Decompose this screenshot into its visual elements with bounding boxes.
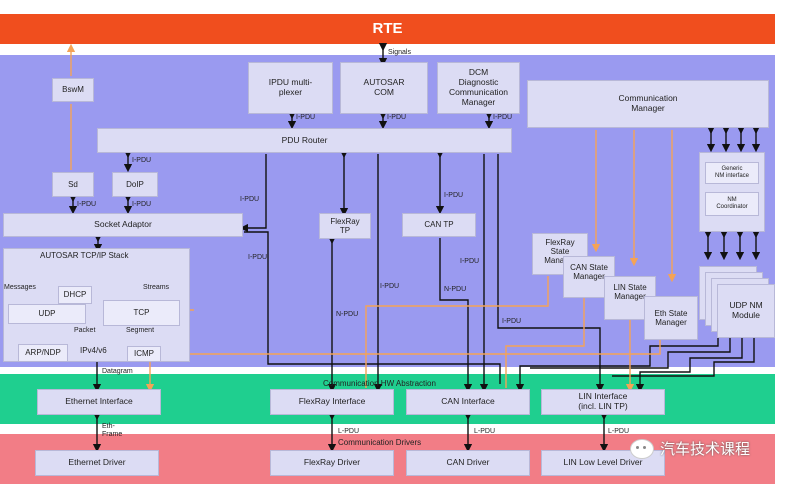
- ipdu-label-11: I-PDU: [380, 283, 400, 290]
- communication-manager-module[interactable]: Communication Manager: [527, 80, 769, 128]
- npdu-label-2: N-PDU: [444, 286, 467, 293]
- eth-frame-label: Eth- Frame: [102, 423, 123, 439]
- udp-protocol-module[interactable]: UDP: [8, 304, 86, 324]
- autosar-com-module[interactable]: AUTOSAR COM: [340, 62, 428, 114]
- lpdu-label-2: L-PDU: [474, 428, 496, 435]
- ipdu-label-1: I-PDU: [387, 114, 407, 121]
- bswm-module[interactable]: BswM: [52, 78, 94, 102]
- flexray-tp-module[interactable]: FlexRay TP: [319, 213, 371, 239]
- ipdu-label-2: I-PDU: [296, 114, 316, 121]
- eth-state-manager-module[interactable]: Eth State Manager: [644, 296, 698, 340]
- npdu-label-1: N-PDU: [336, 311, 359, 318]
- ipdu-label-9: I-PDU: [444, 192, 464, 199]
- hw-abstraction-title: Communication HW Abstraction: [323, 379, 436, 388]
- ipv4v6-label: IPv4/v6: [80, 346, 107, 355]
- sd-module[interactable]: Sd: [52, 172, 94, 197]
- packet-label: Packet: [74, 327, 96, 334]
- ipdu-label-12: I-PDU: [502, 318, 522, 325]
- tcp-protocol-module[interactable]: TCP: [103, 300, 180, 326]
- tcpip-stack-title: AUTOSAR TCP/IP Stack: [40, 251, 129, 260]
- can-driver-module[interactable]: CAN Driver: [406, 450, 530, 476]
- lpdu-label-3: L-PDU: [608, 428, 630, 435]
- rte-layer: [0, 14, 775, 44]
- pdu-router-module[interactable]: PDU Router: [97, 128, 512, 153]
- ipdu-label-8: I-PDU: [248, 254, 268, 261]
- ethernet-driver-module[interactable]: Ethernet Driver: [35, 450, 159, 476]
- drivers-title: Communication Drivers: [338, 438, 422, 447]
- dhcp-module[interactable]: DHCP: [58, 286, 92, 304]
- generic-nm-interface-module[interactable]: Generic NM interface: [705, 162, 759, 184]
- ipdu-label-3: I-PDU: [493, 114, 513, 121]
- lpdu-label-1: L-PDU: [338, 428, 360, 435]
- watermark-text: 汽车技术课程: [660, 440, 751, 458]
- ipdu-label-6: I-PDU: [132, 201, 152, 208]
- watermark: 汽车技术课程: [630, 438, 750, 459]
- can-interface-module[interactable]: CAN Interface: [406, 389, 530, 415]
- lin-interface-module[interactable]: LIN Interface (incl. LIN TP): [541, 389, 665, 415]
- ipdu-label-4: I-PDU: [132, 157, 152, 164]
- ipdu-label-7: I-PDU: [240, 196, 260, 203]
- nm-coordinator-module[interactable]: NM Coordinator: [705, 192, 759, 216]
- signals-label: Signals: [388, 49, 411, 56]
- chat-bubble-icon: [630, 438, 654, 459]
- arp-ndp-module[interactable]: ARP/NDP: [18, 344, 68, 362]
- ipdu-label-5: I-PDU: [77, 201, 97, 208]
- rte-label: RTE: [372, 20, 403, 37]
- ethernet-interface-module[interactable]: Ethernet Interface: [37, 389, 161, 415]
- streams-label: Streams: [143, 284, 170, 291]
- datagram-label: Datagram: [102, 368, 133, 375]
- ipdu-label-10: I-PDU: [460, 258, 480, 265]
- udp-nm-module[interactable]: UDP NM Module: [717, 284, 775, 338]
- flexray-driver-module[interactable]: FlexRay Driver: [270, 450, 394, 476]
- ipdu-multiplexer-module[interactable]: IPDU multi- plexer: [248, 62, 333, 114]
- doip-module[interactable]: DoIP: [112, 172, 158, 197]
- can-tp-module[interactable]: CAN TP: [402, 213, 476, 237]
- socket-adaptor-module[interactable]: Socket Adaptor: [3, 213, 243, 237]
- dcm-module[interactable]: DCM Diagnostic Communication Manager: [437, 62, 520, 114]
- flexray-interface-module[interactable]: FlexRay Interface: [270, 389, 394, 415]
- segment-label: Segment: [126, 327, 155, 334]
- icmp-module[interactable]: ICMP: [127, 346, 161, 362]
- messages-label: Messages: [4, 284, 36, 291]
